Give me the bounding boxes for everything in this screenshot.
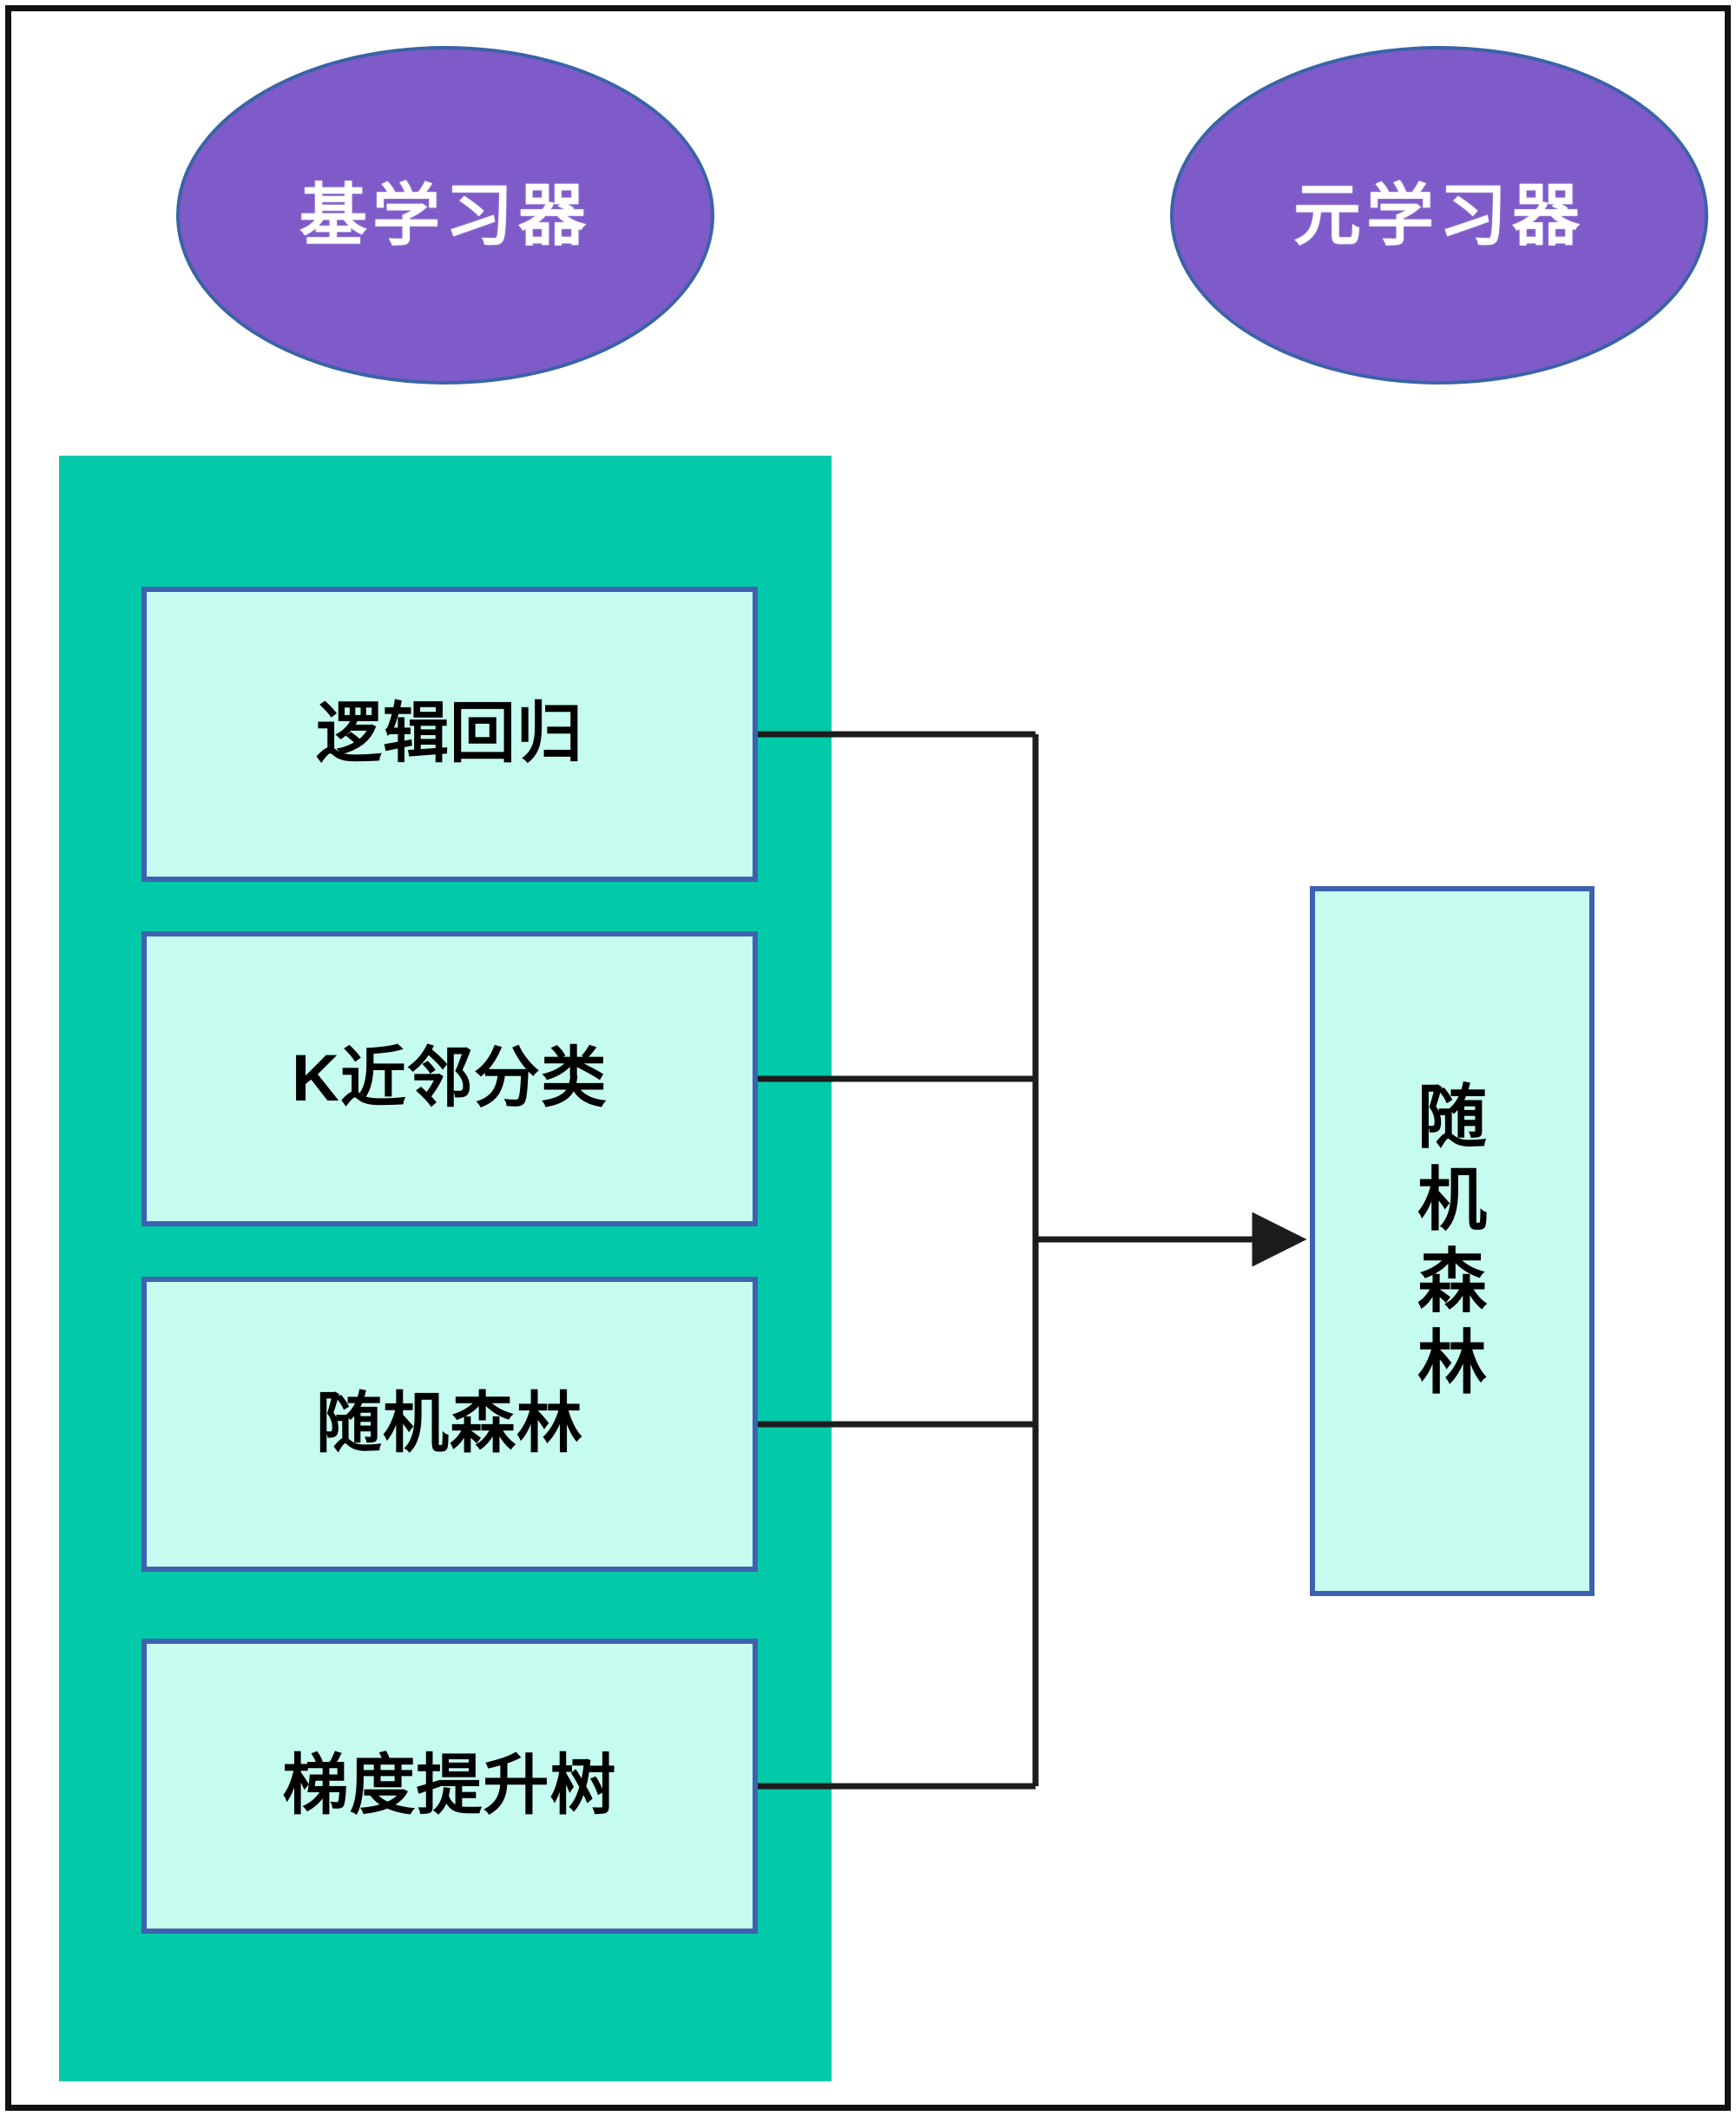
base-learner-box-gradient-boosting-tree[interactable]: 梯度提升树 [141,1639,758,1934]
meta-learner-header-ellipse: 元学习器 [1170,46,1708,384]
slide-frame: 基学习器 元学习器 逻辑回归 K近邻分类 随机森林 梯度提升树 随 机 森 林 [5,5,1731,2111]
meta-learner-box-random-forest[interactable]: 随 机 森 林 [1310,886,1595,1596]
base-learner-header-ellipse: 基学习器 [176,46,714,384]
base-learner-label: 随机森林 [316,1387,583,1461]
base-learner-box-random-forest[interactable]: 随机森林 [141,1277,758,1572]
base-learner-header-label: 基学习器 [299,177,591,253]
base-learner-box-logistic-regression[interactable]: 逻辑回归 [141,587,758,882]
meta-learner-label: 随 机 森 林 [1417,1079,1487,1403]
meta-learner-header-label: 元学习器 [1292,177,1585,253]
base-learner-label: 逻辑回归 [316,697,583,771]
base-learner-label: 梯度提升树 [282,1749,617,1823]
base-learner-label: K近邻分类 [292,1042,608,1115]
base-learner-box-knn[interactable]: K近邻分类 [141,931,758,1226]
